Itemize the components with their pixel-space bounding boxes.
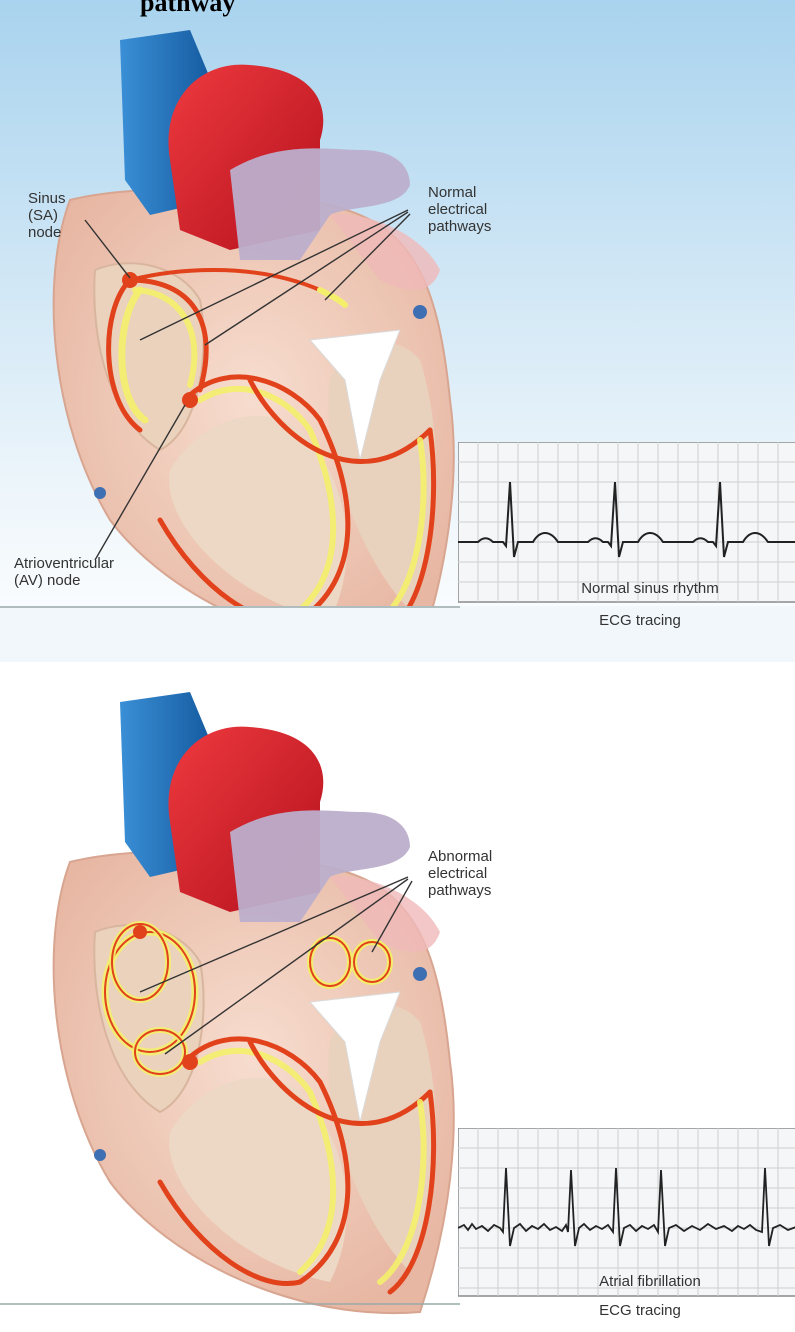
abnormal-pathways-label: Abnormal electrical pathways (428, 848, 492, 899)
inferior-vena-opening (94, 1149, 106, 1161)
av-node-marker (182, 1054, 198, 1070)
av-node-label: Atrioventricular (AV) node (14, 555, 114, 589)
afib-panel: Abnormal electrical pathways Atrial fibr… (0, 662, 795, 1332)
sa-node-marker (133, 925, 147, 939)
inferior-vena-opening (94, 487, 106, 499)
normal-rhythm-panel: pathway (0, 0, 795, 662)
sa-node-marker (122, 272, 138, 288)
normal-rhythm-label: Normal sinus rhythm (540, 580, 760, 597)
normal-pathways-label: Normal electrical pathways (428, 184, 491, 235)
afib-rhythm-label: Atrial fibrillation (540, 1273, 760, 1290)
sa-node-label: Sinus (SA) node (28, 190, 66, 241)
bottom-ecg-caption: ECG tracing (540, 1302, 740, 1319)
top-ecg-caption: ECG tracing (540, 612, 740, 629)
pulmonary-vein-opening (413, 305, 427, 319)
pulmonary-vein-opening (413, 967, 427, 981)
